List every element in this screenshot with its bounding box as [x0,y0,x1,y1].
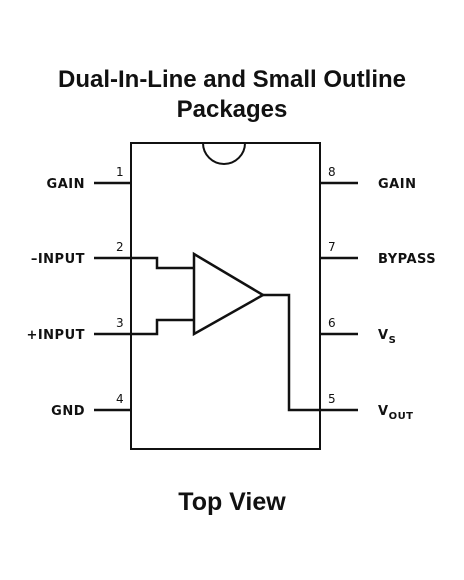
pin-label-noninverting-input: +INPUT [26,328,85,343]
amplifier-triangle [192,251,266,337]
pin-number-5: 5 [328,392,336,406]
pin-label-gnd: GND [51,404,85,419]
pin-label-vout-subscript: OUT [389,411,414,422]
noninverting-input-wire [131,318,194,336]
pin-number-3: 3 [116,316,124,330]
pin-number-1: 1 [116,165,124,179]
pin-label-bypass: BYPASS [378,252,436,267]
pin-label-vs-subscript: S [389,335,397,346]
pin-label-vs: VS [378,328,396,346]
pin-label-gain-right: GAIN [378,177,416,192]
pin-label-inverting-input: –INPUT [31,252,85,267]
pin-number-7: 7 [328,240,336,254]
pin-number-2: 2 [116,240,124,254]
output-wire [263,293,320,412]
inverting-input-wire [131,256,194,270]
pin-number-6: 6 [328,316,336,330]
package-notch [202,142,246,165]
pin-label-vout: VOUT [378,404,414,422]
pin-number-4: 4 [116,392,124,406]
pin-number-8: 8 [328,165,336,179]
package-body [130,142,321,450]
pin-label-vs-main: V [378,328,389,343]
title-line-1: Dual-In-Line and Small Outline [57,66,407,93]
title-line-2: Packages [176,96,288,123]
pin-label-gain-left: GAIN [47,177,85,192]
top-view-caption: Top View [178,488,286,516]
pin-label-vout-main: V [378,404,389,419]
